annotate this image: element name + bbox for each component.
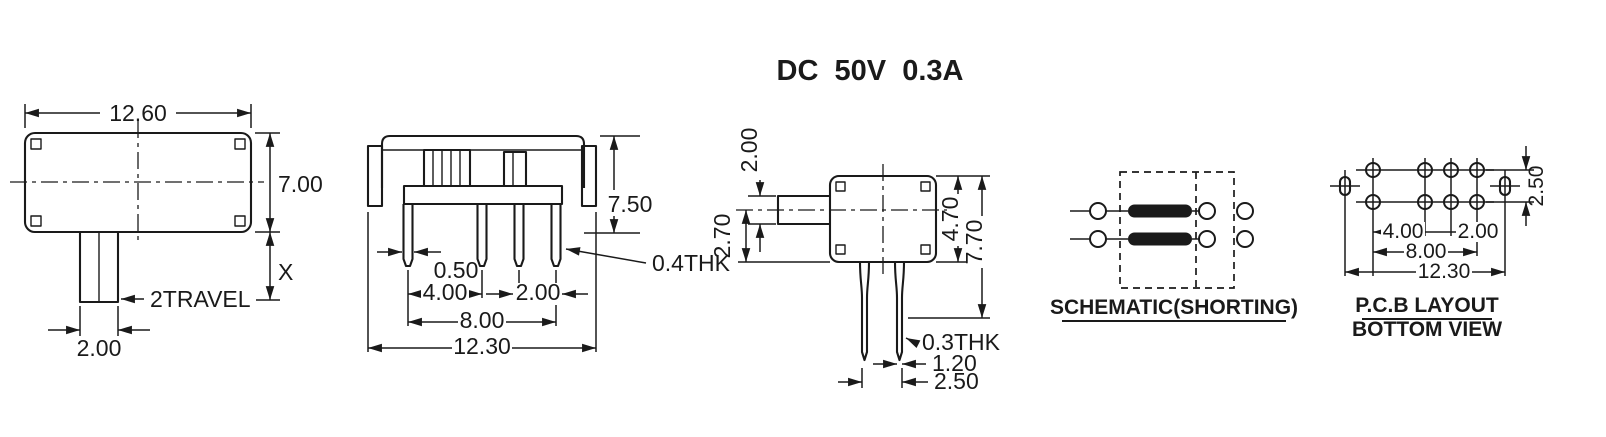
housing (380, 134, 586, 188)
mount-slot (1498, 175, 1512, 197)
dim-height: 7.50 (608, 191, 653, 217)
pcb-view: 2.50 4.00 2.00 8.00 12.30 P.C.B LAYOUT B… (1330, 146, 1548, 341)
bracket-right (580, 144, 598, 208)
dim-pcb-pitch-a: 4.00 (1383, 220, 1424, 243)
pin (513, 204, 525, 268)
dim-front-height: 7.00 (278, 171, 323, 197)
side-view: 2.00 2.70 4.70 7.70 0.3THK 1.20 2.50 (709, 128, 1001, 394)
shorting-bar (1128, 232, 1192, 246)
dim-lever-offset: 2.70 (709, 214, 735, 259)
schematic-label: SCHEMATIC(SHORTING) (1050, 296, 1298, 319)
pcb-hole (1443, 194, 1459, 210)
pcb-hole (1443, 162, 1459, 178)
dim-knob-width: 2.00 (77, 335, 122, 361)
slider-knob (422, 148, 472, 188)
dim-pin-span: 8.00 (460, 307, 505, 333)
pcb-label-line2: BOTTOM VIEW (1352, 318, 1502, 341)
pin (550, 204, 562, 268)
front-view: 12.60 7.00 X 2TRAVEL 2.00 (10, 100, 323, 361)
contact (1198, 230, 1216, 248)
pcb-hole (1417, 162, 1433, 178)
dim-lever-height: 2.00 (736, 128, 762, 173)
pcb-label-line1: P.C.B LAYOUT (1355, 294, 1499, 317)
dim-body-width: 12.30 (453, 333, 511, 359)
dim-thickness: 0.4THK (652, 250, 731, 276)
dim-row-pitch: 2.50 (1525, 166, 1548, 207)
base-plate (402, 184, 564, 206)
pin (476, 204, 488, 268)
pcb-hole (1469, 194, 1485, 210)
slider-outline (1119, 171, 1235, 289)
contact (1236, 202, 1254, 220)
mount-slot (1338, 175, 1352, 197)
title-rating: DC 50V 0.3A (777, 55, 964, 87)
pin (402, 204, 414, 268)
dim-pcb-span: 8.00 (1406, 240, 1447, 263)
pcb-hole (1365, 194, 1381, 210)
dim-pitch-a: 4.00 (423, 279, 468, 305)
dim-pin-span: 2.50 (934, 368, 979, 394)
dim-pin-width: 1.20 (932, 350, 977, 376)
dim-stem-pos: X (278, 259, 293, 285)
pcb-hole (1469, 162, 1485, 178)
dim-pcb-pitch-b: 2.00 (1458, 220, 1499, 243)
contact (1089, 230, 1107, 248)
dim-pin-thickness: 0.3THK (922, 329, 1001, 355)
dim-pin-width: 0.50 (434, 257, 479, 283)
pcb-hole (1417, 194, 1433, 210)
shorting-bar (1128, 204, 1192, 218)
pcb-hole (1365, 162, 1381, 178)
contact (1198, 202, 1216, 220)
dim-body-height: 4.70 (937, 197, 963, 242)
schematic-view: SCHEMATIC(SHORTING) (1050, 171, 1298, 322)
lever (776, 194, 830, 226)
dim-travel: 2TRAVEL (150, 286, 251, 312)
dim-front-width: 12.60 (109, 100, 167, 126)
dim-total-height: 7.70 (961, 220, 987, 265)
contact (1236, 230, 1254, 248)
terminal-view: 0.50 4.00 2.00 8.00 12.30 7.50 0.4THK (366, 134, 731, 359)
dim-pcb-overall: 12.30 (1418, 260, 1471, 283)
pin (858, 261, 871, 362)
dim-pitch-b: 2.00 (516, 279, 561, 305)
bracket-left (366, 144, 384, 208)
contact (1089, 202, 1107, 220)
pin (893, 261, 906, 362)
